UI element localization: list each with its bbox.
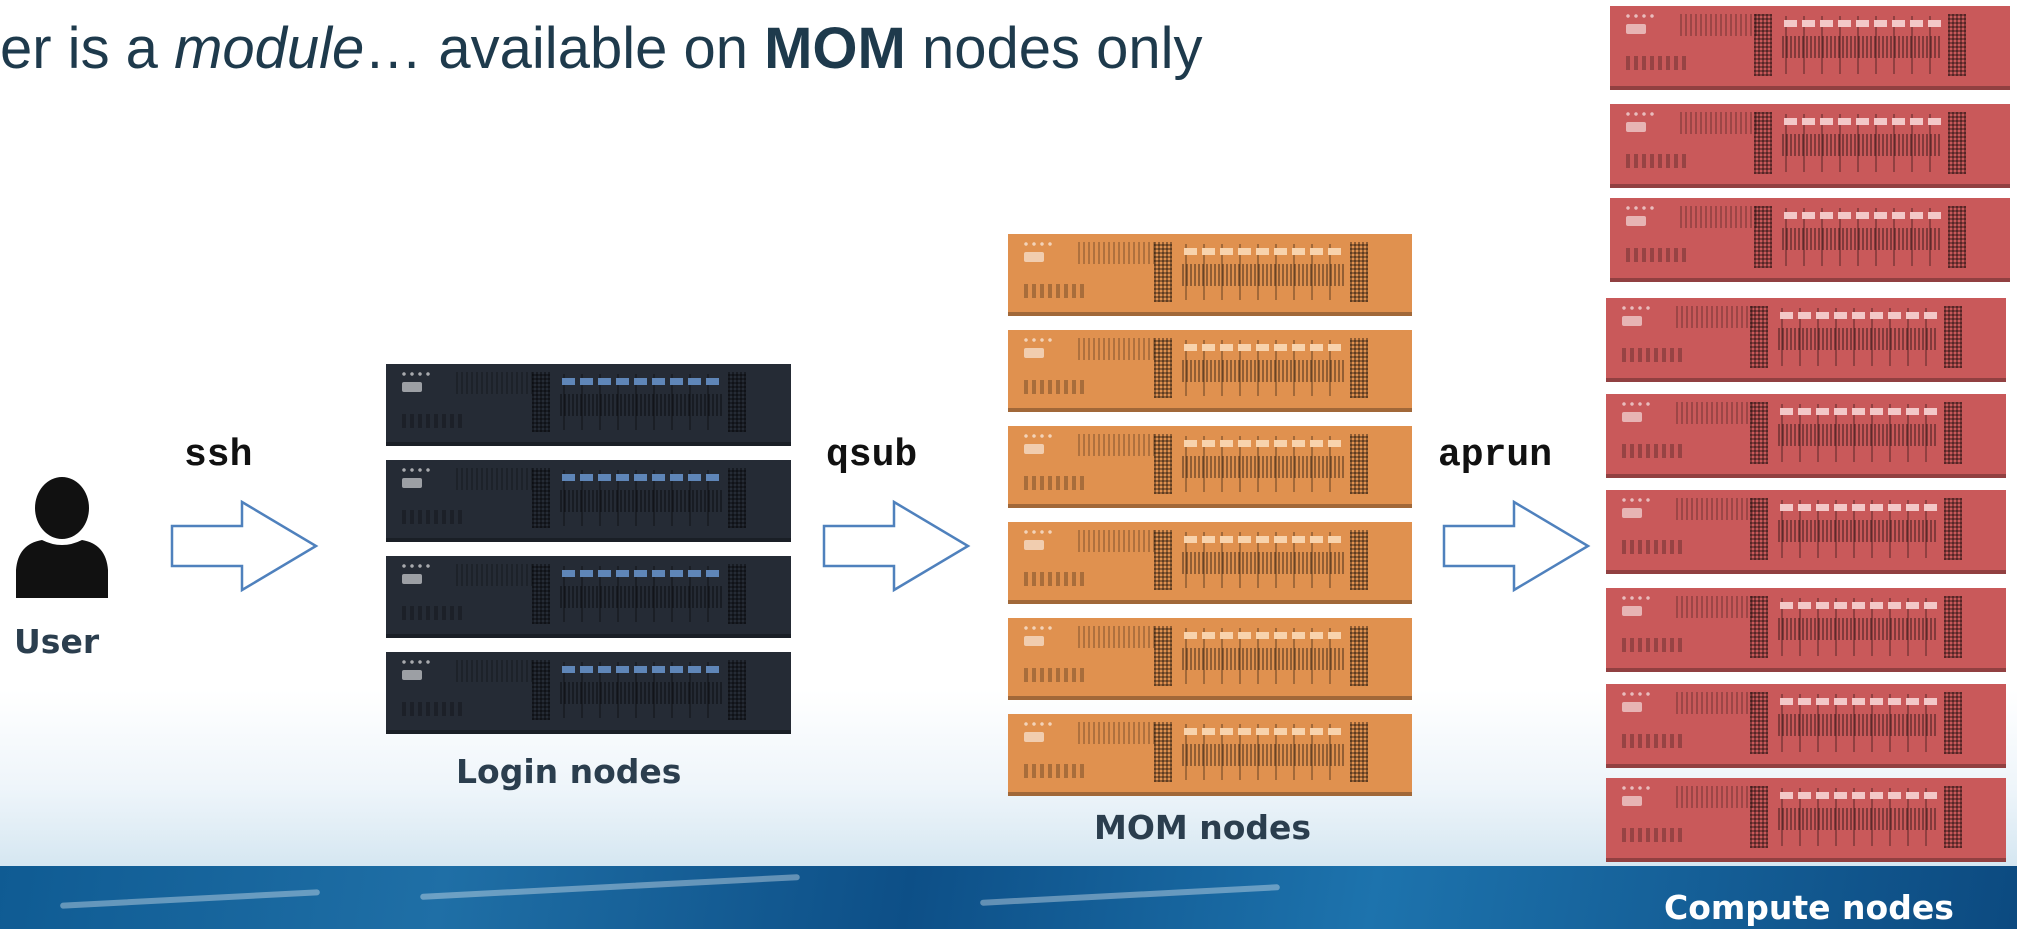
mom-node-server — [1008, 714, 1412, 796]
compute-node-server — [1606, 394, 2006, 478]
title-emphasis: module — [174, 16, 365, 81]
mom-node-server — [1008, 330, 1412, 412]
mom-node-server — [1008, 426, 1412, 508]
title-text-3: nodes only — [905, 16, 1203, 81]
footer-band — [0, 866, 2017, 929]
slide-title: er is a module… available on MOM nodes o… — [0, 14, 1203, 84]
aprun-arrow-icon — [1442, 499, 1591, 593]
qsub-command: qsub — [826, 434, 918, 477]
ssh-command: ssh — [184, 434, 253, 477]
person-icon — [16, 477, 108, 598]
compute-node-server — [1606, 778, 2006, 862]
compute-node-server — [1606, 298, 2006, 382]
compute-node-server — [1610, 198, 2010, 282]
login-nodes-label: Login nodes — [456, 752, 682, 791]
qsub-arrow-icon — [822, 499, 971, 593]
compute-node-server — [1606, 684, 2006, 768]
title-bold: MOM — [764, 16, 906, 81]
mom-node-server — [1008, 234, 1412, 316]
title-text: er is a — [0, 16, 175, 81]
mom-node-server — [1008, 522, 1412, 604]
compute-nodes-label: Compute nodes — [1664, 888, 1954, 927]
compute-node-server — [1610, 104, 2010, 188]
mom-node-server — [1008, 618, 1412, 700]
compute-node-server — [1606, 490, 2006, 574]
login-node-server — [386, 460, 791, 542]
login-node-server — [386, 652, 791, 734]
user-label: User — [14, 622, 100, 661]
compute-node-server — [1610, 6, 2010, 90]
login-node-server — [386, 556, 791, 638]
ssh-arrow-icon — [170, 499, 319, 593]
title-text-2: … available on — [364, 16, 765, 81]
login-node-server — [386, 364, 791, 446]
compute-node-server — [1606, 588, 2006, 672]
mom-nodes-label: MOM nodes — [1094, 808, 1312, 847]
aprun-command: aprun — [1438, 434, 1553, 477]
